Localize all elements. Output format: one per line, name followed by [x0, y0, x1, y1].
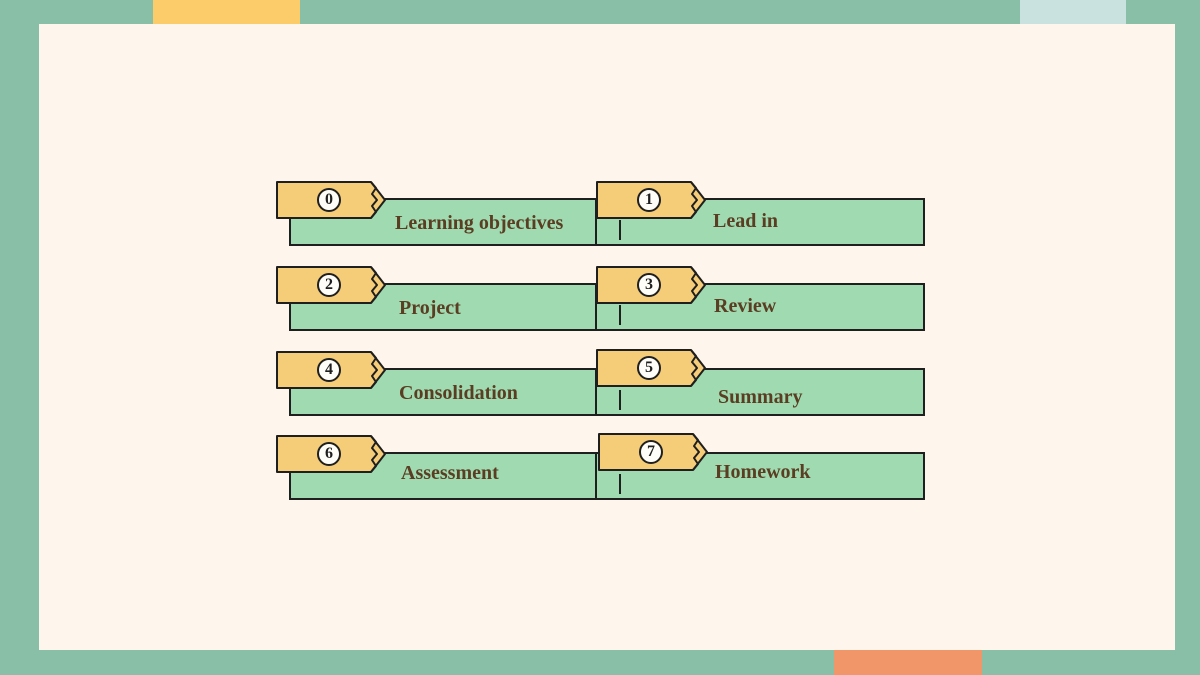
agenda-item-6[interactable]: 6	[275, 434, 387, 474]
agenda-item-2[interactable]: 2	[275, 265, 387, 305]
agenda-divider	[619, 474, 621, 494]
agenda-item-5[interactable]: 5	[595, 348, 707, 388]
agenda-number-badge: 1	[637, 188, 661, 212]
agenda-label: Project	[399, 297, 461, 319]
agenda-label: Summary	[718, 386, 803, 408]
agenda-item-7[interactable]: 7	[597, 432, 709, 472]
agenda-item-3[interactable]: 3	[595, 265, 707, 305]
bottom-accent-bar	[834, 650, 982, 675]
agenda-number-badge: 3	[637, 273, 661, 297]
top-left-accent-bar	[153, 0, 300, 24]
agenda-row-3: 4 Consolidation 5 Summary	[275, 348, 925, 418]
agenda-label: Review	[714, 295, 777, 317]
slide-page: 0 Learning objectives 1 Lead in	[39, 24, 1175, 650]
agenda-row-4: 6 Assessment 7 Homework	[275, 432, 925, 502]
agenda-item-4[interactable]: 4	[275, 350, 387, 390]
agenda-label: Consolidation	[399, 382, 518, 404]
agenda-divider	[619, 390, 621, 410]
agenda-divider	[619, 220, 621, 240]
agenda-item-0[interactable]: 0	[275, 180, 387, 220]
agenda-number-badge: 0	[317, 188, 341, 212]
agenda-divider	[619, 305, 621, 325]
agenda-number-badge: 5	[637, 356, 661, 380]
agenda-label: Learning objectives	[395, 212, 564, 234]
agenda-row-1: 0 Learning objectives 1 Lead in	[275, 178, 925, 248]
agenda-label: Lead in	[713, 210, 779, 232]
agenda-number-badge: 6	[317, 442, 341, 466]
agenda-number-badge: 2	[317, 273, 341, 297]
agenda-number-badge: 7	[639, 440, 663, 464]
agenda-label: Homework	[715, 461, 811, 483]
agenda-item-1[interactable]: 1	[595, 180, 707, 220]
top-right-accent-bar	[1020, 0, 1126, 24]
agenda-label: Assessment	[401, 462, 499, 484]
agenda-row-2: 2 Project 3 Review	[275, 263, 925, 333]
agenda-number-badge: 4	[317, 358, 341, 382]
agenda-grid: 0 Learning objectives 1 Lead in	[39, 24, 1175, 650]
